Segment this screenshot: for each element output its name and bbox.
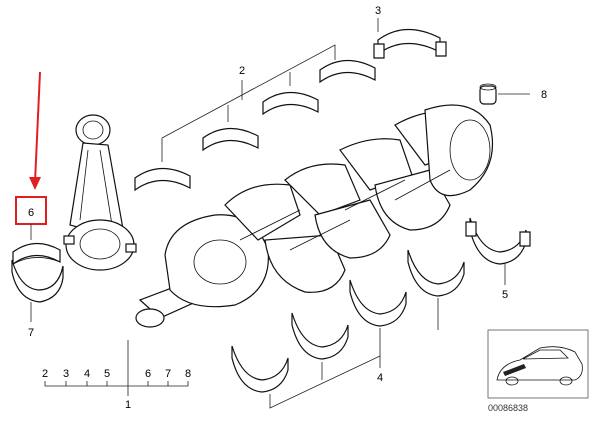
index-5: 5 bbox=[104, 368, 110, 380]
index-8: 8 bbox=[185, 368, 191, 380]
pilot-bushing-8 bbox=[479, 83, 497, 105]
lower-main-bearings-4 bbox=[231, 249, 465, 393]
crankshaft bbox=[135, 104, 494, 328]
callout-8: 8 bbox=[541, 89, 547, 101]
upper-main-bearings-2 bbox=[134, 59, 376, 192]
highlight-arrow-head bbox=[29, 177, 41, 190]
thrust-bearing-3 bbox=[373, 28, 447, 59]
index-2: 2 bbox=[42, 368, 48, 380]
callout-4: 4 bbox=[377, 372, 383, 384]
callout-6: 6 bbox=[28, 207, 34, 219]
callout-7: 7 bbox=[28, 327, 34, 339]
callout-4-leader bbox=[269, 298, 439, 409]
callout-5: 5 bbox=[502, 289, 508, 301]
index-4: 4 bbox=[84, 368, 90, 380]
index-row: 2 3 4 5 6 7 8 bbox=[42, 340, 191, 396]
bearing-shell-lower-7 bbox=[11, 259, 64, 303]
callout-1: 1 bbox=[125, 399, 131, 411]
callout-3: 3 bbox=[375, 5, 381, 17]
connecting-rod bbox=[63, 114, 137, 271]
index-6: 6 bbox=[145, 368, 151, 380]
reference-code: 00086838 bbox=[488, 403, 528, 413]
callout-2-leader bbox=[161, 44, 336, 162]
car-thumbnail-icon bbox=[487, 329, 589, 399]
index-3: 3 bbox=[63, 368, 69, 380]
thrust-bearing-lower-5 bbox=[465, 217, 531, 265]
index-7: 7 bbox=[165, 368, 171, 380]
highlight-arrow bbox=[34, 71, 41, 183]
callout-2: 2 bbox=[239, 65, 245, 77]
bearing-shell-upper-6 bbox=[12, 242, 61, 266]
